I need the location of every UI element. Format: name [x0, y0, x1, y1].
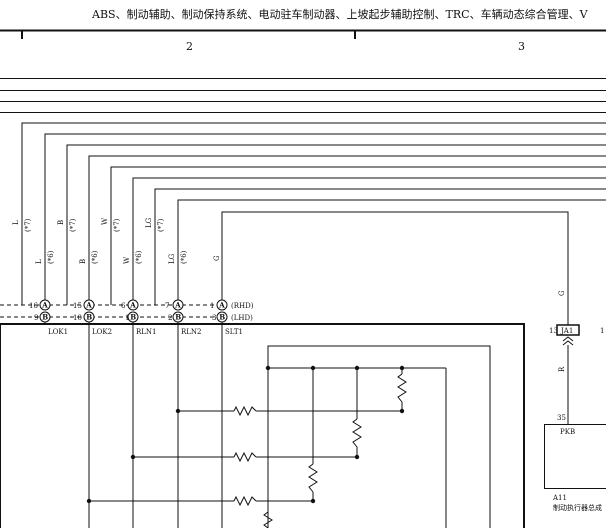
cavity-letter: A — [41, 301, 48, 310]
pin-number: 7 — [165, 302, 169, 310]
cavity-letter: B — [86, 313, 92, 322]
wire-color-label: G — [213, 255, 221, 261]
terminal-name: LOK1 — [48, 328, 68, 336]
wire-color-label: R — [558, 366, 566, 372]
resistor-symbol — [263, 511, 273, 528]
cavity-letter: A — [174, 301, 181, 310]
junction-pin: 1 — [600, 327, 604, 335]
wire-color-label: L — [35, 259, 43, 264]
variant-suffix: (RHD) — [231, 302, 254, 310]
wire-variant-label: (*7) — [69, 218, 77, 232]
brake-actuator: PKB A11 制动执行器总成 — [544, 424, 606, 512]
wire-variant-label: (*6) — [180, 250, 188, 264]
connector-a-pins: A A A A A — [39, 299, 228, 311]
wire-variant-label: (*7) — [157, 218, 165, 232]
resistor-symbol — [233, 405, 257, 417]
junction-pin: 13 — [549, 327, 558, 335]
cavity-letter: B — [175, 313, 181, 322]
resistors — [233, 373, 407, 528]
pin-number: 6 — [121, 302, 126, 310]
pin-number: 1 — [210, 302, 214, 310]
actuator-box — [544, 424, 606, 489]
resistor-network — [89, 345, 491, 528]
pin-number: 35 — [557, 414, 566, 422]
chevron-down-icon — [562, 340, 574, 346]
pin-number: 16 — [29, 302, 38, 310]
terminal-name: LOK2 — [92, 328, 112, 336]
wire-color-label: L — [12, 220, 20, 225]
terminal-name: RLN1 — [136, 328, 157, 336]
junction-box — [556, 324, 580, 336]
resistor-symbol — [352, 418, 362, 448]
cavity-letter: B — [130, 313, 136, 322]
wire-color-label: LG — [145, 217, 153, 228]
terminal-names: LOK1 LOK2 RLN1 RLN2 SLT1 — [48, 328, 243, 336]
chevron-down-icon — [562, 336, 574, 342]
ecu-box — [0, 323, 525, 528]
junction-label: JA1 — [560, 327, 573, 335]
resistor-symbol — [308, 463, 318, 493]
wire-color-label: W — [101, 217, 109, 225]
component-name: 制动执行器总成 — [553, 503, 602, 512]
pin-number: 15 — [73, 302, 82, 310]
column-number-2: 2 — [186, 40, 193, 53]
wire-color-label: W — [123, 256, 131, 264]
pin-number: 2 — [168, 314, 172, 322]
terminal-drops — [44, 317, 223, 528]
wire-variant-label: (*6) — [47, 250, 55, 264]
variant-suffix: (LHD) — [231, 314, 253, 322]
connector-row-b: 9 10 1 2 3 (LHD) — [0, 314, 253, 322]
bus-lines — [0, 78, 606, 113]
cavity-letter: A — [85, 301, 92, 310]
terminal-name: PKB — [560, 428, 575, 436]
wire-variant-label: (*6) — [135, 250, 143, 264]
connector-row-a: 16 15 6 7 1 (RHD) — [0, 302, 254, 310]
component-code: A11 — [552, 494, 567, 502]
pin-number: 3 — [212, 314, 216, 322]
cavity-letter: B — [219, 313, 225, 322]
terminal-name: SLT1 — [225, 328, 243, 336]
wire-variant-label: (*7) — [113, 218, 121, 232]
junction-ja1: G JA1 13 1 R 35 — [549, 290, 604, 424]
wire-variant-label: (*6) — [91, 250, 99, 264]
junction-dots — [86, 365, 405, 504]
cavity-letter: A — [129, 301, 136, 310]
cavity-letter: A — [218, 301, 225, 310]
terminal-name: RLN2 — [181, 328, 202, 336]
resistor-symbol — [233, 495, 257, 507]
column-number-3: 3 — [518, 40, 525, 53]
wire-color-label: B — [57, 220, 65, 225]
resistor-symbol — [233, 451, 257, 463]
signal-wires — [21, 122, 606, 325]
wire-color-label: B — [79, 259, 87, 264]
wire-color-label: LG — [168, 253, 176, 264]
cavity-letter: B — [42, 313, 48, 322]
wire-color-label: G — [558, 290, 566, 296]
pin-number: 10 — [73, 314, 82, 322]
connector-b-pins: B B B B B — [39, 311, 228, 323]
wire-variant-label: (*7) — [24, 218, 32, 232]
pin-number: 1 — [125, 314, 129, 322]
pin-number: 9 — [34, 314, 38, 322]
wire-labels: L (*7) L (*6) B (*7) B (*6) W (*7) W (*6… — [12, 217, 221, 264]
page-title: ABS、制动辅助、制动保持系统、电动驻车制动器、上坡起步辅助控制、TRC、车辆动… — [91, 7, 589, 21]
resistor-symbol — [397, 373, 407, 403]
